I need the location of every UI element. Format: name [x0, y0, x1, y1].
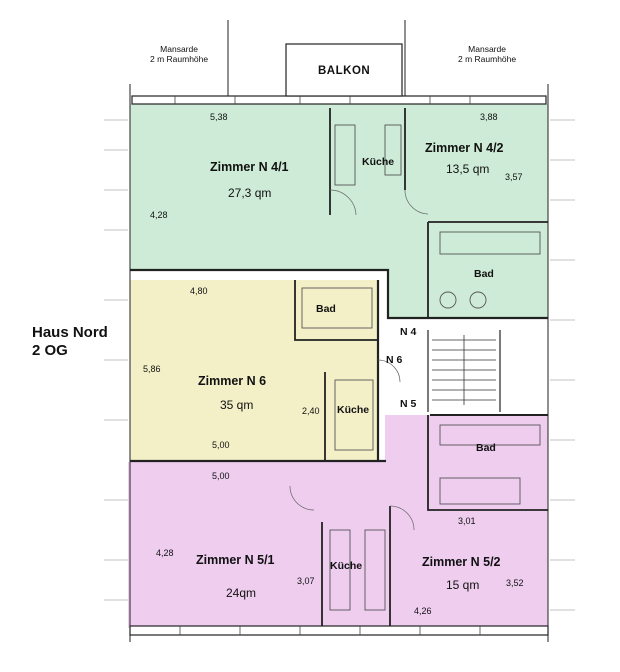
n5-kitchen-label: Küche — [330, 560, 363, 572]
n42-name: Zimmer N 4/2 — [425, 141, 504, 155]
roof-hatching — [104, 119, 575, 611]
stair-treads — [432, 335, 496, 405]
n6-depth: 5,86 — [143, 364, 161, 374]
zone-n4-green — [130, 104, 548, 318]
n6-bath-label: Bad — [316, 303, 336, 315]
n6-name: Zimmer N 6 — [198, 374, 267, 388]
n41-name: Zimmer N 4/1 — [210, 160, 289, 174]
n6-kitchen-width: 2,40 — [302, 406, 320, 416]
n52-area: 15 qm — [446, 578, 480, 592]
n51-depth: 4,28 — [156, 548, 174, 558]
zone-n6-yellow — [130, 280, 378, 460]
attic-right-line2: 2 m Raumhöhe — [458, 54, 517, 64]
walls — [129, 20, 549, 642]
n6-bottom: 5,00 — [212, 440, 230, 450]
stair-label-n5: N 5 — [400, 398, 417, 410]
n6-area: 35 qm — [220, 398, 254, 412]
attic-right-line1: Mansarde — [468, 44, 506, 54]
n41-area: 27,3 qm — [228, 186, 272, 200]
attic-left-label: Mansarde 2 m Raumhöhe — [150, 44, 208, 64]
n51-kitchen-width: 3,07 — [297, 576, 315, 586]
n51-width: 5,00 — [212, 471, 230, 481]
n52-bottom: 4,26 — [414, 606, 432, 616]
balcony-label: BALKON — [318, 65, 371, 77]
window-marks — [174, 96, 481, 635]
n6-width: 4,80 — [190, 286, 208, 296]
attic-left-line2: 2 m Raumhöhe — [150, 54, 209, 64]
n42-area: 13,5 qm — [446, 162, 490, 176]
n6-kitchen-label: Küche — [337, 404, 370, 416]
attic-right-label: Mansarde 2 m Raumhöhe — [458, 44, 516, 64]
zone-n5-pink — [128, 415, 548, 628]
n52-depth: 3,52 — [506, 578, 524, 588]
fixtures-outlines — [301, 124, 541, 611]
n52-width: 3,01 — [458, 516, 476, 526]
n41-width: 5,38 — [210, 112, 228, 122]
floor-name: 2 OG — [32, 342, 68, 359]
n4-kitchen-label: Küche — [362, 156, 395, 168]
door-swings — [289, 189, 429, 531]
n52-name: Zimmer N 5/2 — [422, 555, 501, 569]
n42-depth: 3,57 — [505, 172, 523, 182]
n51-area: 24qm — [226, 586, 257, 600]
n4-bath-label: Bad — [474, 268, 494, 280]
stair-label-n4: N 4 — [400, 326, 417, 338]
n5-bath-label: Bad — [476, 442, 496, 454]
attic-left-line1: Mansarde — [160, 44, 198, 54]
n41-depth: 4,28 — [150, 210, 168, 220]
stair-label-n6: N 6 — [386, 354, 403, 366]
n42-width: 3,88 — [480, 112, 498, 122]
n51-name: Zimmer N 5/1 — [196, 553, 275, 567]
house-name: Haus Nord — [32, 324, 108, 341]
